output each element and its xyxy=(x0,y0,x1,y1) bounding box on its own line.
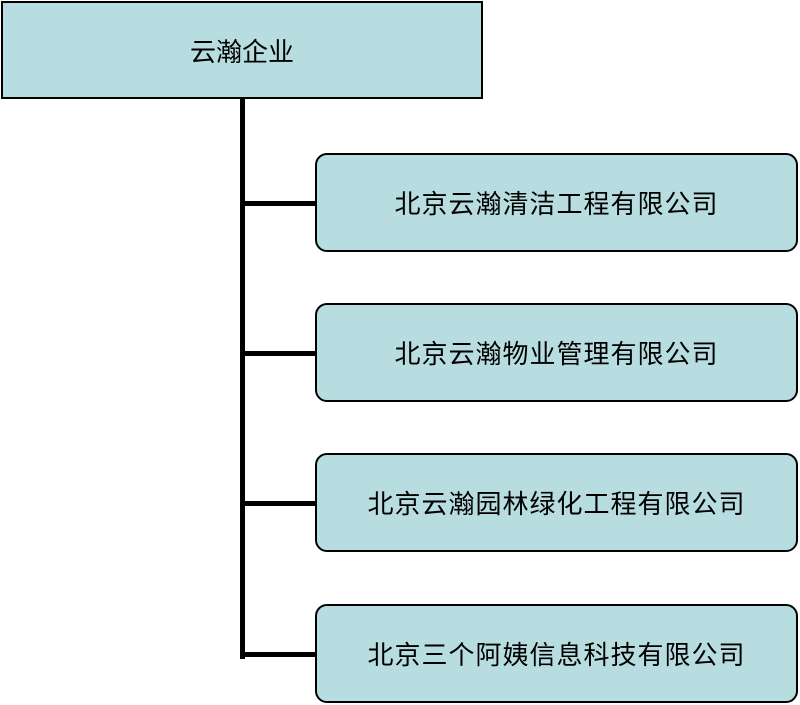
child-node-1: 北京云瀚清洁工程有限公司 xyxy=(315,153,798,252)
connector-branch-3 xyxy=(240,501,317,506)
connector-branch-1 xyxy=(240,201,317,206)
connector-trunk xyxy=(240,99,245,659)
child-node-2: 北京云瀚物业管理有限公司 xyxy=(315,303,798,402)
root-node-label: 云瀚企业 xyxy=(189,37,294,68)
child-node-4: 北京三个阿姨信息科技有限公司 xyxy=(315,604,798,703)
child-node-label: 北京云瀚园林绿化工程有限公司 xyxy=(367,490,746,520)
child-node-label: 北京三个阿姨信息科技有限公司 xyxy=(367,641,746,671)
connector-branch-2 xyxy=(240,351,317,356)
root-node: 云瀚企业 xyxy=(1,1,483,99)
child-node-label: 北京云瀚物业管理有限公司 xyxy=(394,340,719,370)
child-node-label: 北京云瀚清洁工程有限公司 xyxy=(394,190,719,220)
child-node-3: 北京云瀚园林绿化工程有限公司 xyxy=(315,453,798,552)
connector-branch-4 xyxy=(240,652,317,657)
